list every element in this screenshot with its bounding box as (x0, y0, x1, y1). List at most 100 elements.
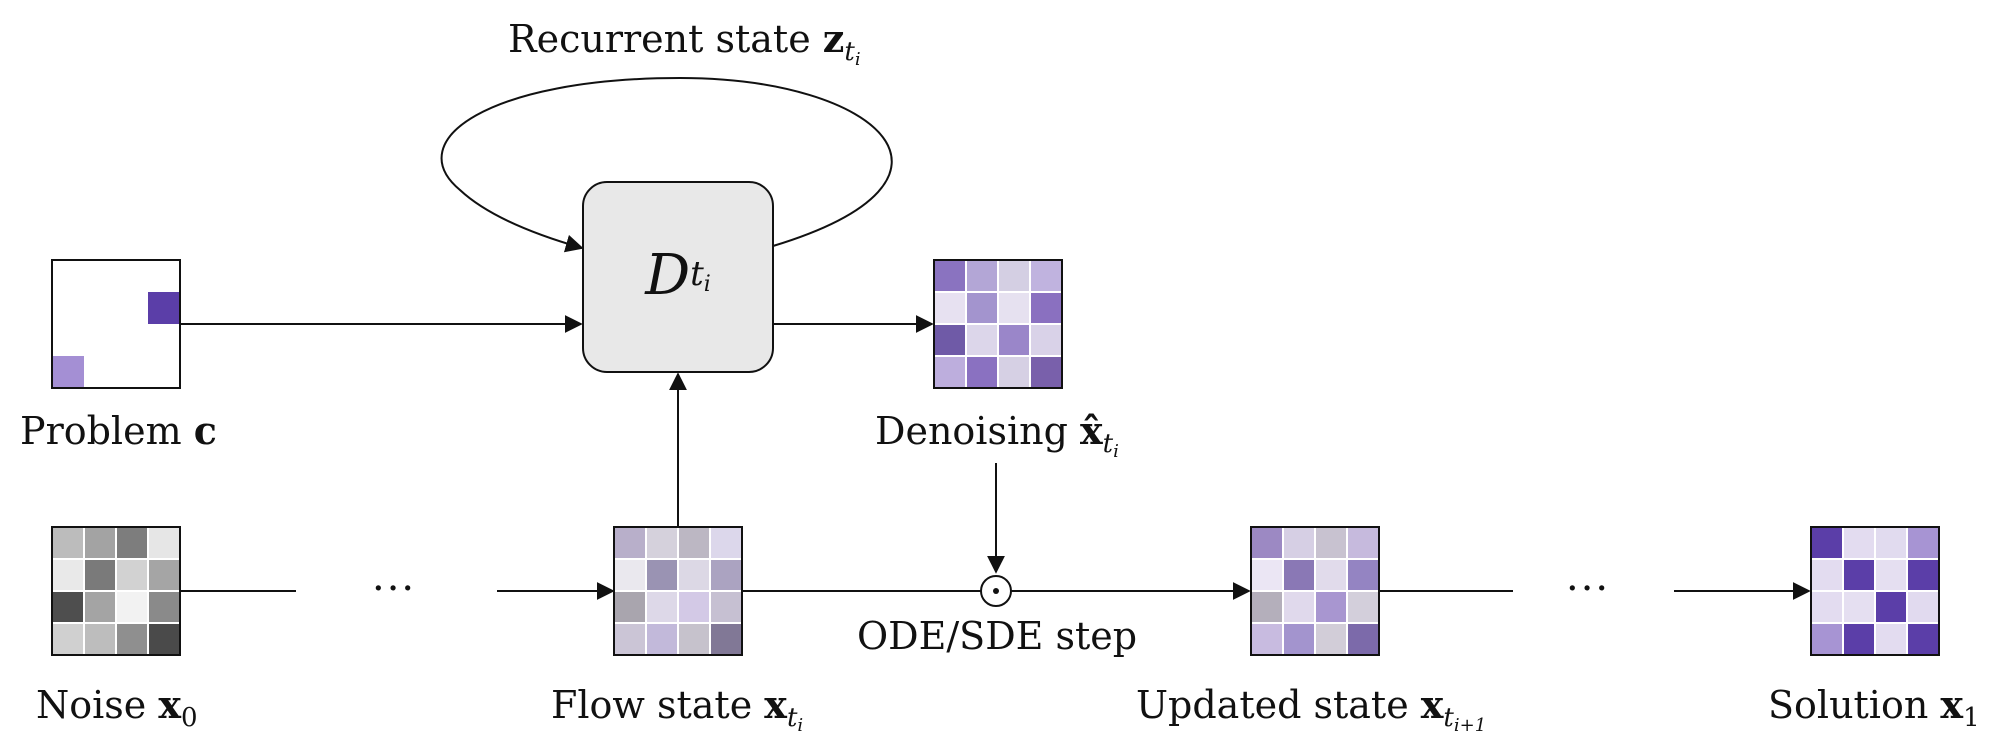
problem-cell (84, 324, 116, 356)
problem-cell (148, 356, 180, 388)
problem-grid-border (51, 259, 181, 389)
denoising-label: Denoising x̂ti (875, 408, 1119, 462)
flow-cell (645, 526, 679, 560)
denoising-cell (933, 259, 967, 293)
denoising-cell (1029, 323, 1063, 357)
denoising-cell (997, 355, 1031, 389)
ellipsis-right: ··· (1566, 566, 1611, 612)
updated-cell (1346, 622, 1380, 656)
problem-cell (148, 260, 180, 292)
problem-cell (52, 292, 84, 324)
problem-cell (116, 356, 148, 388)
noise-cell (51, 558, 85, 592)
ode-sde-step-label: ODE/SDE step (857, 614, 1138, 658)
flow-cell (645, 590, 679, 624)
odot-dot (993, 588, 999, 594)
problem-cell (116, 260, 148, 292)
updated-cell (1282, 526, 1316, 560)
noise-cell (83, 622, 117, 656)
flow-cell (677, 622, 711, 656)
updated-state-label: Updated state xti+1 (1136, 682, 1487, 736)
noise-cell (115, 558, 149, 592)
solution-cell (1874, 622, 1908, 656)
denoising-cell (933, 355, 967, 389)
noise-grid-border (51, 526, 181, 656)
updated-cell (1314, 622, 1348, 656)
noise-cell (147, 526, 181, 560)
problem-cell (84, 292, 116, 324)
denoising-cell (997, 259, 1031, 293)
denoising-cell (965, 259, 999, 293)
problem-label: Problem c (20, 408, 217, 453)
solution-cell (1842, 558, 1876, 592)
updated-cell (1250, 526, 1284, 560)
solution-label: Solution x1 (1768, 682, 1980, 733)
flow-cell (613, 622, 647, 656)
recurrent-loop-arrow (440, 76, 893, 253)
problem-cell (148, 324, 180, 356)
flow-cell (709, 622, 743, 656)
denoising-cell (997, 291, 1031, 325)
flow-cell (645, 622, 679, 656)
updated-cell (1314, 526, 1348, 560)
solution-cell (1874, 558, 1908, 592)
denoising-cell (1029, 355, 1063, 389)
noise-cell (83, 558, 117, 592)
flow-cell (613, 526, 647, 560)
noise-cell (51, 526, 85, 560)
denoising-cell (965, 323, 999, 357)
denoising-cell (933, 323, 967, 357)
problem-cell (116, 324, 148, 356)
flow-grid (613, 526, 743, 656)
solution-cell (1874, 526, 1908, 560)
noise-cell (115, 590, 149, 624)
updated-cell (1314, 558, 1348, 592)
updated-cell (1250, 590, 1284, 624)
updated-cell (1346, 558, 1380, 592)
solution-cell (1810, 622, 1844, 656)
solution-cell (1906, 526, 1940, 560)
updated-cell (1282, 558, 1316, 592)
denoising-cell (997, 323, 1031, 357)
recurrent-state-label: Recurrent state zti (508, 16, 861, 70)
noise-cell (51, 590, 85, 624)
denoising-grid-border (933, 259, 1063, 389)
solution-cell (1842, 590, 1876, 624)
flow-state-label: Flow state xti (551, 682, 804, 736)
flow-cell (709, 590, 743, 624)
noise-grid (51, 526, 181, 656)
solution-cell (1906, 590, 1940, 624)
flow-cell (709, 558, 743, 592)
updated-cell (1282, 622, 1316, 656)
problem-cell (84, 356, 116, 388)
denoising-cell (965, 355, 999, 389)
noise-cell (115, 622, 149, 656)
noise-cell (147, 558, 181, 592)
denoising-cell (1029, 259, 1063, 293)
problem-cell (84, 260, 116, 292)
flow-cell (613, 590, 647, 624)
updated-cell (1346, 590, 1380, 624)
noise-label: Noise x0 (36, 682, 198, 733)
updated-grid-border (1250, 526, 1380, 656)
model-box (582, 181, 774, 373)
updated-grid (1250, 526, 1380, 656)
solution-cell (1842, 622, 1876, 656)
problem-cell (148, 292, 180, 324)
solution-cell (1874, 590, 1908, 624)
solution-grid (1810, 526, 1940, 656)
flow-cell (677, 558, 711, 592)
solution-cell (1810, 590, 1844, 624)
denoising-cell (1029, 291, 1063, 325)
flow-cell (709, 526, 743, 560)
noise-cell (147, 590, 181, 624)
updated-cell (1282, 590, 1316, 624)
ellipsis-left: ··· (372, 566, 417, 612)
updated-cell (1250, 622, 1284, 656)
denoising-cell (933, 291, 967, 325)
solution-cell (1842, 526, 1876, 560)
noise-cell (147, 622, 181, 656)
solution-grid-border (1810, 526, 1940, 656)
